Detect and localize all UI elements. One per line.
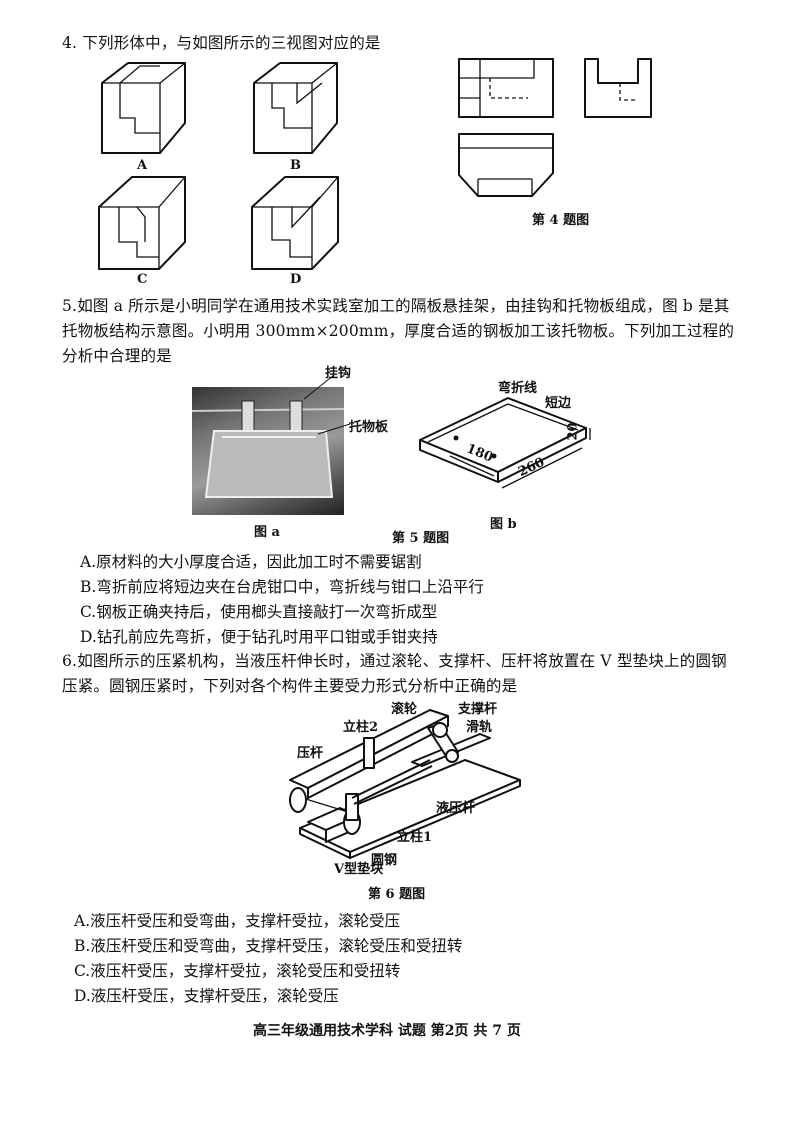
q5-dim-20: 20 — [565, 422, 581, 441]
q6-caption: 第 6 题图 — [368, 887, 426, 902]
q6-roller-label: 滚轮 — [391, 702, 418, 717]
q5-plate-leader — [317, 423, 351, 435]
q6-option-c: C.液压杆受压，支撑杆受拉，滚轮受压和受扭转 — [74, 962, 401, 980]
q6-hydraulic-rod-label: 液压杆 — [436, 801, 476, 816]
q6-press-rod-label: 压杆 — [297, 746, 324, 761]
q6-v-block-label: V型垫块 — [334, 862, 384, 877]
q5-option-d: D.钻孔前应先弯折，便于钻孔时用平口钳或手钳夹持 — [80, 628, 438, 646]
page-footer: 高三年级通用技术学科 试题 第2页 共 7 页 — [253, 1023, 521, 1039]
q4-shape-d — [251, 176, 339, 270]
q6-stem-line2: 压紧。圆钢压紧时，下列对各个构件主要受力形式分析中正确的是 — [62, 677, 518, 695]
q6-post2-label: 立柱2 — [343, 720, 379, 735]
q5-plate-label: 托物板 — [349, 420, 389, 435]
q4-shape-b — [253, 62, 338, 154]
q5-option-b: B.弯折前应将短边夹在台虎钳口中，弯折线与钳口上沿平行 — [80, 578, 484, 596]
q5-diagram-caption: 图 b — [490, 517, 517, 532]
q4-front-view — [458, 58, 554, 118]
q5-bend-line-label: 弯折线 — [498, 381, 538, 396]
q6-round-steel-label: 圆钢 — [371, 853, 398, 868]
q4-label-b: B — [290, 158, 301, 173]
q5-photo-caption: 图 a — [254, 525, 280, 540]
q6-option-b: B.液压杆受压和受弯曲，支撑杆受压，滚轮受压和受扭转 — [74, 937, 463, 955]
q4-caption: 第 4 题图 — [532, 213, 590, 228]
q6-option-a: A.液压杆受压和受弯曲，支撑杆受拉，滚轮受压 — [74, 912, 401, 930]
q6-mechanism-diagram — [289, 709, 521, 859]
q5-option-c: C.钢板正确夹持后，使用榔头直接敲打一次弯折成型 — [80, 603, 438, 621]
q4-label-d: D — [290, 272, 302, 287]
q4-side-view — [584, 58, 652, 118]
q6-stem-line1: 6.如图所示的压紧机构，当液压杆伸长时，通过滚轮、支撑杆、压杆将放置在 V 型垫… — [62, 652, 727, 670]
q6-support-rod-label: 支撑杆 — [458, 702, 498, 717]
q5-hook-leader — [303, 374, 335, 400]
q5-caption: 第 5 题图 — [392, 531, 450, 546]
q5-stem-line3: 分析中合理的是 — [62, 347, 172, 365]
q4-top-view — [458, 133, 554, 197]
q6-post1-label: 立柱1 — [397, 830, 433, 845]
q5-short-edge-label: 短边 — [545, 396, 572, 411]
q4-label-c: C — [137, 272, 148, 287]
q5-stem-line2: 托物板结构示意图。小明用 300mm×200mm，厚度合适的钢板加工该托物板。下… — [62, 322, 735, 340]
q4-shape-c — [98, 176, 186, 270]
q5-photo-overlay — [191, 400, 345, 498]
q4-label-a: A — [137, 158, 148, 173]
q4-stem: 4. 下列形体中，与如图所示的三视图对应的是 — [62, 34, 381, 52]
q6-option-d: D.液压杆受压，支撑杆受压，滚轮受压 — [74, 987, 339, 1005]
q5-stem-line1: 5.如图 a 所示是小明同学在通用技术实践室加工的隔板悬挂架，由挂钩和托物板组成… — [62, 297, 730, 315]
q5-plate-diagram — [419, 397, 591, 489]
q5-option-a: A.原材料的大小厚度合适，因此加工时不需要锯割 — [80, 553, 422, 571]
q4-shape-a — [101, 62, 186, 154]
q6-rail-label: 滑轨 — [466, 720, 493, 735]
